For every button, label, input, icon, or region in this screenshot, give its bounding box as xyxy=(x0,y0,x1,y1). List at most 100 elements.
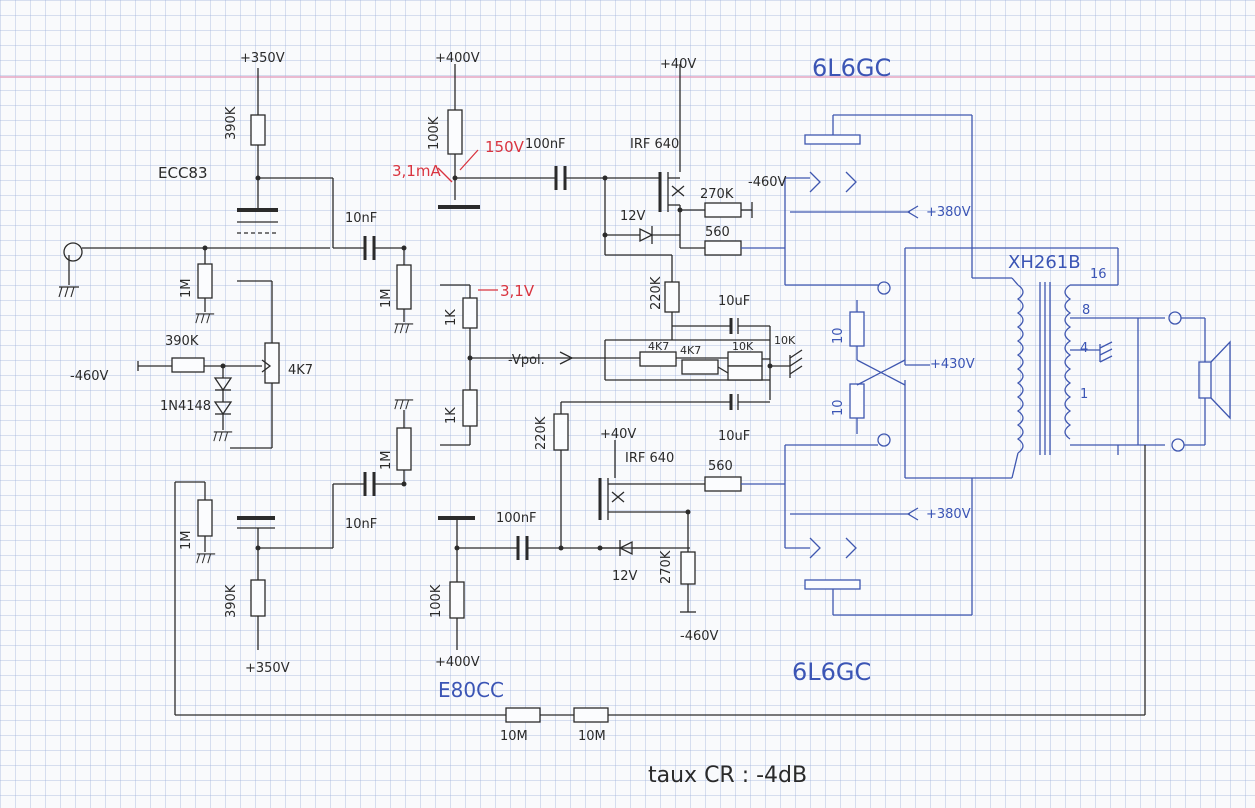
supply-ecc-top: +350V xyxy=(240,51,285,66)
resistor-390k-top xyxy=(250,114,266,146)
label-220k-bottom: 220K xyxy=(534,416,549,450)
resistor-220k-bottom xyxy=(553,413,569,451)
label-diode-1n4148: 1N4148 xyxy=(160,399,211,414)
supply-driver-bottom: +400V xyxy=(435,655,480,670)
label-1m-e80-top: 1M xyxy=(379,289,394,309)
resistor-4k7-a xyxy=(639,351,677,367)
label-1m-e80-bottom: 1M xyxy=(379,451,394,471)
label-100nf-bottom: 100nF xyxy=(496,511,537,526)
label-220k-top: 220K xyxy=(649,276,664,310)
label-10nf-top: 10nF xyxy=(345,211,377,226)
input-stage xyxy=(58,68,365,650)
label-10m-fb1: 10M xyxy=(500,729,528,744)
output-connector-bottom xyxy=(877,433,891,447)
label-10m-fb2: 10M xyxy=(578,729,606,744)
resistor-270k-bottom xyxy=(680,551,696,585)
zener-icon xyxy=(639,227,654,243)
label-10nf-bottom: 10nF xyxy=(345,517,377,532)
diagram-footer-note: taux CR : -4dB xyxy=(648,763,807,788)
label-560-top: 560 xyxy=(705,225,730,240)
driver-stage xyxy=(363,64,690,650)
supply-neg-left: -460V xyxy=(70,369,109,384)
tube-label-6l6gc-bottom: 6L6GC xyxy=(792,658,871,686)
measure-arrow-current xyxy=(437,167,453,183)
transformer-primary-icon xyxy=(1016,284,1024,454)
resistor-1m-e80-top xyxy=(396,264,412,310)
measure-plate-current: 3,1mA xyxy=(392,162,441,180)
label-10uf-top: 10uF xyxy=(718,294,750,309)
measure-cathode-voltage: 3,1V xyxy=(500,282,535,300)
pot-4k7 xyxy=(264,342,280,384)
label-390k-bias: 390K xyxy=(165,334,199,349)
label-pot-4k7: 4K7 xyxy=(288,363,313,378)
bias-network xyxy=(572,318,803,410)
resistor-10k-a xyxy=(727,351,763,367)
resistor-1m-lower xyxy=(197,499,213,537)
supply-bias: -Vpol. xyxy=(508,353,545,368)
input-jack-icon xyxy=(63,242,83,262)
label-100nf-top: 100nF xyxy=(525,137,566,152)
output-tube-plate-top xyxy=(804,134,861,145)
label-270k-top: 270K xyxy=(700,187,734,202)
supply-neg-top: -460V xyxy=(748,175,787,190)
output-stage xyxy=(174,114,1231,723)
diode-icon xyxy=(213,377,233,392)
label-390k-top: 390K xyxy=(224,106,239,140)
mosfet-bottom xyxy=(553,401,785,613)
label-10k-b: 10K xyxy=(774,334,796,347)
transformer-secondary-icon xyxy=(1064,284,1072,440)
supply-driver-top: +400V xyxy=(435,51,480,66)
speaker-terminal-plus xyxy=(1168,311,1182,325)
label-100k-bottom: 100K xyxy=(429,584,444,618)
label-1k-top: 1K xyxy=(444,309,459,326)
output-connector-top xyxy=(877,281,891,295)
resistor-1k-top xyxy=(462,297,478,329)
tap-16: 16 xyxy=(1090,267,1107,282)
measure-arrow-voltage xyxy=(459,149,479,171)
label-10uf-bottom: 10uF xyxy=(718,429,750,444)
labels: +350V 390K ECC83 1M 390K -460V 4K7 1N414… xyxy=(70,51,1107,788)
transformer-name: XH261B xyxy=(1008,252,1081,273)
label-zener-bottom: 12V xyxy=(612,569,638,584)
tube-label-ecc83: ECC83 xyxy=(158,164,208,182)
resistor-1m-input xyxy=(197,263,213,299)
resistor-10m-fb2 xyxy=(573,707,609,723)
supply-screen-top: +380V xyxy=(926,205,971,220)
output-tube-plate-bottom xyxy=(804,579,861,590)
resistor-100k-bottom xyxy=(449,581,465,619)
supply-screen-bottom: +380V xyxy=(926,507,971,522)
resistor-390k-bias xyxy=(171,357,205,373)
label-560-bottom: 560 xyxy=(708,459,733,474)
label-1k-bottom: 1K xyxy=(444,407,459,424)
resistor-1m-e80-bottom xyxy=(396,427,412,471)
resistor-560-bottom xyxy=(704,476,742,492)
label-1m-lower: 1M xyxy=(179,531,194,551)
resistor-270k-top xyxy=(704,202,742,218)
speaker-terminal-minus xyxy=(1171,438,1185,452)
speaker-icon xyxy=(1198,361,1212,399)
resistor-390k-bottom xyxy=(250,579,266,617)
supply-mosfet-bottom: +40V xyxy=(600,427,636,442)
tube-label-e80cc: E80CC xyxy=(438,678,504,702)
resistor-4k7-b xyxy=(681,359,719,375)
label-10k-a: 10K xyxy=(732,340,754,353)
ground-icon xyxy=(58,286,80,298)
label-100k-top: 100K xyxy=(427,116,442,150)
resistor-10k-b xyxy=(727,365,763,381)
resistor-220k-top xyxy=(664,281,680,313)
resistor-1k-bottom xyxy=(462,389,478,427)
diode-icon xyxy=(213,401,233,416)
label-zener-top: 12V xyxy=(620,209,646,224)
tube-label-6l6gc-top: 6L6GC xyxy=(812,54,891,82)
resistor-10-bottom xyxy=(849,383,865,419)
label-4k7-a: 4K7 xyxy=(648,340,669,353)
label-mosfet-top: IRF 640 xyxy=(630,137,679,152)
label-10-top: 10 xyxy=(831,327,846,344)
label-270k-bottom: 270K xyxy=(659,550,674,584)
tap-4: 4 xyxy=(1080,341,1088,356)
supply-neg-bottom: -460V xyxy=(680,629,719,644)
resistor-100k-top xyxy=(447,109,463,155)
resistor-10m-fb1 xyxy=(505,707,541,723)
label-390k-bottom: 390K xyxy=(224,584,239,618)
mosfet-top xyxy=(602,64,785,340)
